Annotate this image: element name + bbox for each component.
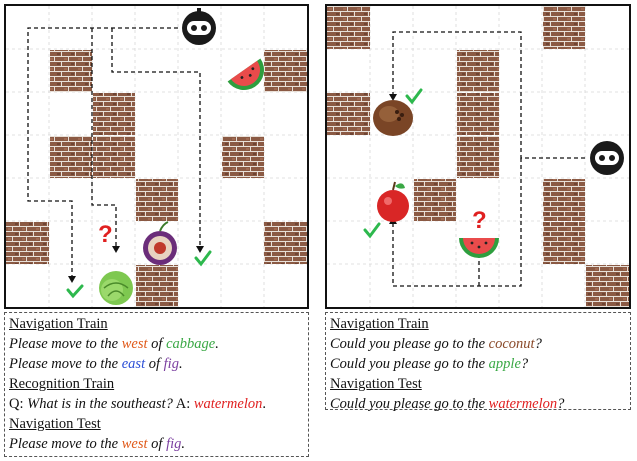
brick-walls: [327, 6, 629, 307]
robot-head-icon: [590, 141, 624, 175]
brick-wall: [457, 136, 499, 178]
brick-wall: [543, 179, 585, 221]
brick-wall: [264, 222, 307, 264]
section-header: Navigation Train: [9, 316, 108, 332]
section-header: Navigation Test: [9, 416, 101, 432]
brick-wall: [586, 265, 629, 307]
section-header: Recognition Train: [9, 376, 115, 392]
watermelon-icon: [459, 238, 499, 258]
path-to-cabbage: [27, 27, 178, 276]
cabbage-icon: [99, 271, 133, 305]
robot-head-icon: [182, 8, 216, 45]
brick-walls: [6, 50, 307, 307]
instruction-line: Please move to the west of cabbage.: [9, 336, 219, 352]
brick-wall: [543, 222, 585, 264]
watermelon-icon: [227, 58, 264, 90]
right-grid-board: ?: [327, 6, 629, 307]
brick-wall: [136, 179, 178, 221]
left-grid-board: ?: [6, 6, 307, 307]
apple-icon: [377, 181, 409, 222]
instruction-line: Please move to the east of fig.: [9, 356, 183, 372]
arrowheads: [68, 246, 204, 283]
section-header: Navigation Train: [330, 316, 429, 332]
brick-wall: [264, 50, 307, 92]
path-to-east-of-fig: [111, 28, 201, 246]
brick-wall: [327, 6, 370, 49]
instruction-line: Could you please go to the watermelon?: [330, 396, 565, 412]
right-instructions-box: Navigation Train Could you please go to …: [325, 312, 631, 412]
left-instructions-box: Navigation Train Please move to the west…: [4, 312, 309, 457]
brick-wall: [93, 136, 135, 178]
navigation-paths: [27, 27, 201, 276]
path-segment: [91, 28, 117, 246]
left-grid-world: ?: [4, 4, 309, 309]
brick-wall: [457, 50, 499, 92]
instruction-line: Could you please go to the apple?: [330, 356, 529, 372]
instruction-line: Could you please go to the coconut?: [330, 336, 542, 352]
brick-wall: [50, 136, 92, 178]
checkmark-icon: [66, 250, 212, 299]
coconut-icon: [373, 100, 413, 136]
brick-wall: [327, 93, 370, 135]
fig-icon: [143, 221, 177, 265]
brick-wall: [6, 222, 49, 264]
brick-wall: [457, 93, 499, 135]
brick-wall: [93, 93, 135, 135]
section-header: Navigation Test: [330, 376, 422, 392]
question-mark-icon: ?: [472, 207, 487, 234]
path-to-apple: [392, 158, 522, 287]
checkmark-icon: [363, 88, 423, 239]
brick-wall: [414, 179, 456, 221]
right-grid-world: ?: [325, 4, 631, 309]
brick-wall: [136, 265, 178, 307]
path-to-coconut: [392, 31, 585, 159]
brick-wall: [50, 50, 92, 92]
brick-wall: [222, 136, 264, 178]
brick-wall: [543, 6, 585, 49]
qa-line: Q: What is in the southeast? A: watermel…: [9, 396, 266, 412]
instruction-line: Please move to the west of fig.: [9, 436, 185, 452]
question-mark-icon: ?: [98, 221, 113, 248]
